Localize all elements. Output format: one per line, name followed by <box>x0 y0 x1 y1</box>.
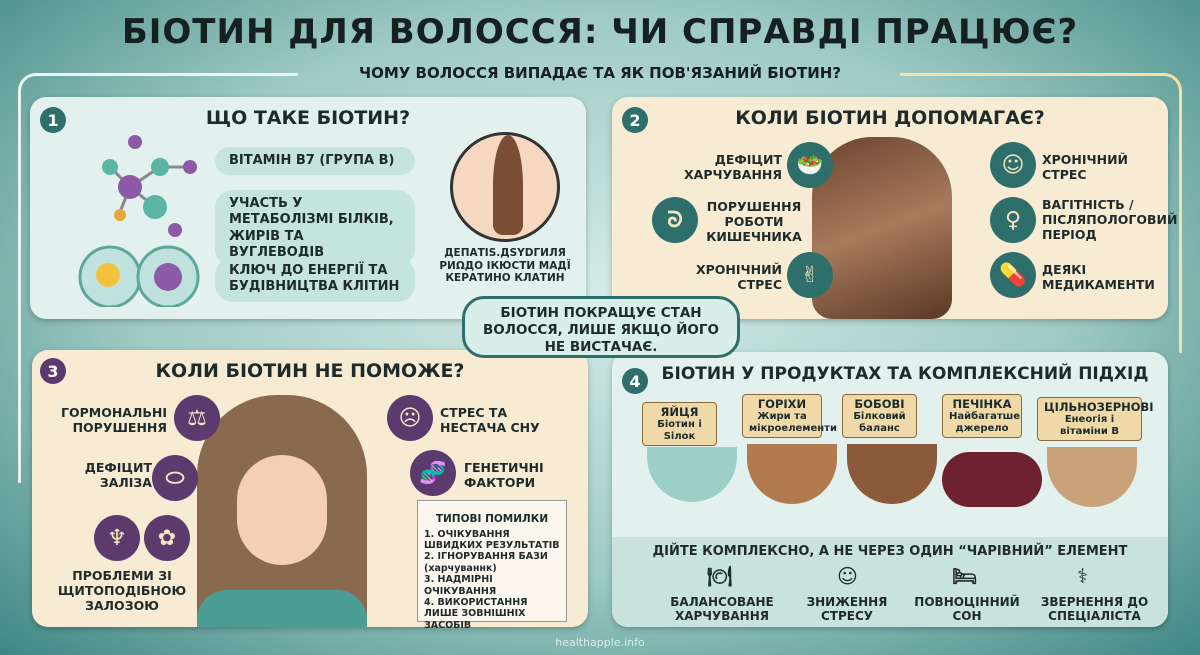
food-name: ЦІЛЬНОЗЕРНОВІ <box>1044 400 1154 414</box>
not-help-item-label: ДЕФІЦИТ ЗАЛІЗА <box>84 460 152 490</box>
eggs-bowl-illustration <box>647 447 737 502</box>
hair-follicle-illustration <box>450 132 560 242</box>
pregnancy-icon: ♀ <box>990 197 1036 243</box>
not-help-item-label: СТРЕС ТА НЕСТАЧА СНУ <box>440 405 540 435</box>
subtitle: ЧОМУ ВОЛОССЯ ВИПАДАЄ ТА ЯК ПОВ'ЯЗАНИЙ БІ… <box>358 64 842 82</box>
mistake-item: 3. НАДМІРНІ ОЧІКУВАННЯ <box>424 574 497 597</box>
dna-icon: 🧬 <box>410 450 456 496</box>
sad-woman-illustration <box>197 395 367 627</box>
food-desc: Найбагатше джерело <box>949 411 1021 434</box>
panel-what-is-biotin: 1 ЩО ТАКЕ БІОТИН? ВІТАМІН В7 (ГРУПА В) У… <box>30 97 586 319</box>
key-callout: БІОТИН ПОКРАЩУЄ СТАН ВОЛОССЯ, ЛИШЕ ЯКЩО … <box>462 296 740 358</box>
molecule-cell-illustration <box>78 135 200 307</box>
not-help-item-label: ПРОБЛЕМИ ЗІ ЩИТОПОДІБНОЮ ЗАЛОЗОЮ <box>57 568 187 613</box>
doctor-icon: ⚕ <box>1077 564 1088 588</box>
nuts-bowl-illustration <box>747 444 837 504</box>
step-number: 3 <box>40 358 66 384</box>
calm-person-icon: ☺ <box>837 564 858 588</box>
food-name: ЯЙЦЯ <box>660 405 699 419</box>
complex-approach-band <box>612 537 1168 627</box>
stress-hand-icon: ✌ <box>787 252 833 298</box>
scales-icon: ⚖ <box>174 395 220 441</box>
action-label: ЗВЕРНЕННЯ ДО СПЕЦІАЛІСТА <box>1040 595 1149 624</box>
food-name: ГОРІХИ <box>757 397 807 411</box>
sleep-bed-icon: 🛏 <box>952 564 978 588</box>
flow-arrow-left <box>18 73 298 483</box>
food-name: БОБОВІ <box>854 397 905 411</box>
stressed-person-icon: ☺ <box>990 142 1036 188</box>
panel-biotin-foods: 4 БІОТИН У ПРОДУКТАХ ТА КОМПЛЕКСНИЙ ПІДХ… <box>612 352 1168 627</box>
grains-bowl-illustration <box>1047 447 1137 507</box>
mistake-item: 2. ІГНОРУВАННЯ БАЗИ (харчуваннк) <box>424 551 548 574</box>
plate-icon: 🍽 <box>707 564 733 588</box>
mistake-item: 1. ОЧІКУВАННЯ ШВИДКИХ РЕЗУЛЬТАТІВ <box>424 528 560 551</box>
food-bowl-icon: 🥗 <box>787 142 833 188</box>
flow-arrow-right <box>900 73 1182 353</box>
step-number: 1 <box>40 107 66 133</box>
footer-site: healthapple.info <box>555 636 645 649</box>
mistakes-heading: ТИПОВІ ПОМИЛКИ <box>435 513 549 525</box>
not-help-item-label: ГЕНЕТИЧНІ ФАКТОРИ <box>464 460 544 490</box>
page-title: БІОТИН ДЛЯ ВОЛОССЯ: ЧИ СПРАВДІ ПРАЦЮЄ? <box>121 12 1079 52</box>
food-desc: Енеогія і вітаміни В <box>1060 414 1119 437</box>
pills-icon: 💊 <box>990 252 1036 298</box>
long-hair-illustration <box>812 137 952 319</box>
beans-bowl-illustration <box>847 444 937 504</box>
helps-item-label: ДЕФІЦИТ ХАРЧУВАННЯ <box>684 152 782 182</box>
panel-heading: ЩО ТАКЕ БІОТИН? <box>205 107 411 129</box>
liver-plate-illustration <box>942 452 1042 507</box>
head-stress-icon: ☹ <box>387 395 433 441</box>
mistake-item: 4. ВИКОРИСТАННЯ ЛИШЕ ЗОВНІШНІХ ЗАСОБІВ <box>424 596 528 631</box>
fact-vitamin-b7: ВІТАМІН В7 (ГРУПА В) <box>215 147 415 176</box>
typical-mistakes-clipboard: ТИПОВІ ПОМИЛКИ 1. ОЧІКУВАННЯ ШВИДКИХ РЕЗ… <box>417 500 567 631</box>
helps-item-label: ДЕЯКІ МЕДИКАМЕНТИ <box>1042 262 1155 292</box>
thyroid-gland-icon: ✿ <box>144 515 190 561</box>
helps-item-label: ХРОНІЧНИЙ СТРЕС <box>695 262 782 292</box>
not-help-item-label: ГОРМОНАЛЬНІ ПОРУШЕННЯ <box>61 405 167 435</box>
hair-follicle-caption: ДЕПАТІS.ДSYDГИЛЯ РИΩДО ІКЮСТИ МАДЇ КЕРАТ… <box>439 247 571 285</box>
food-name: ПЕЧІНКА <box>952 397 1012 411</box>
helps-item-label: ПОРУШЕННЯ РОБОТИ КИШЕЧНИКА <box>706 199 802 244</box>
food-desc: Жири та мікроелементи <box>749 411 837 434</box>
action-label: БАЛАНСОВАНЕ ХАРЧУВАННЯ <box>670 595 774 624</box>
complex-tagline: ДІЙТЕ КОМПЛЕКСНО, А НЕ ЧЕРЕЗ ОДИН “ЧАРІВ… <box>652 544 1128 559</box>
panel-when-biotin-wont-help: 3 КОЛИ БІОТИН НЕ ПОМОЖЕ? ГОРМОНАЛЬНІ ПОР… <box>32 350 588 631</box>
panel-heading: БІОТИН У ПРОДУКТАХ ТА КОМПЛЕКСНИЙ ПІДХІД <box>661 364 1149 384</box>
intestine-icon: ᘐ <box>652 197 698 243</box>
helps-item-label: ВАГІТНІСТЬ / ПІСЛЯПОЛОГОВИЙ ПЕРІОД <box>1042 197 1178 242</box>
food-desc: Біотин і Sілок <box>657 419 702 442</box>
step-number: 4 <box>622 368 648 394</box>
food-desc: Білковий баланс <box>853 411 906 434</box>
thyroid-icon: ♆ <box>94 515 140 561</box>
action-label: ПОВНОЦІННИЙ СОН <box>914 595 1020 624</box>
step-number: 2 <box>622 107 648 133</box>
fact-metabolism: УЧАСТЬ У МЕТАБОЛІЗМІ БІЛКІВ, ЖИРІВ ТА ВУ… <box>215 190 415 267</box>
action-label: ЗНИЖЕННЯ СТРЕСУ <box>806 595 888 624</box>
fact-energy: КЛЮЧ ДО ЕНЕРГІЇ ТА БУДІВНИЦТВА КЛІТИН <box>215 257 415 302</box>
iron-pill-icon: ⬭ <box>152 455 198 501</box>
panel-heading: КОЛИ БІОТИН НЕ ПОМОЖЕ? <box>155 360 465 382</box>
helps-item-label: ХРОНІЧНИЙ СТРЕС <box>1042 152 1129 182</box>
panel-when-biotin-helps: 2 КОЛИ БІОТИН ДОПОМАГАЄ? ДЕФІЦИТ ХАРЧУВА… <box>612 97 1178 319</box>
panel-heading: КОЛИ БІОТИН ДОПОМАГАЄ? <box>735 107 1045 129</box>
